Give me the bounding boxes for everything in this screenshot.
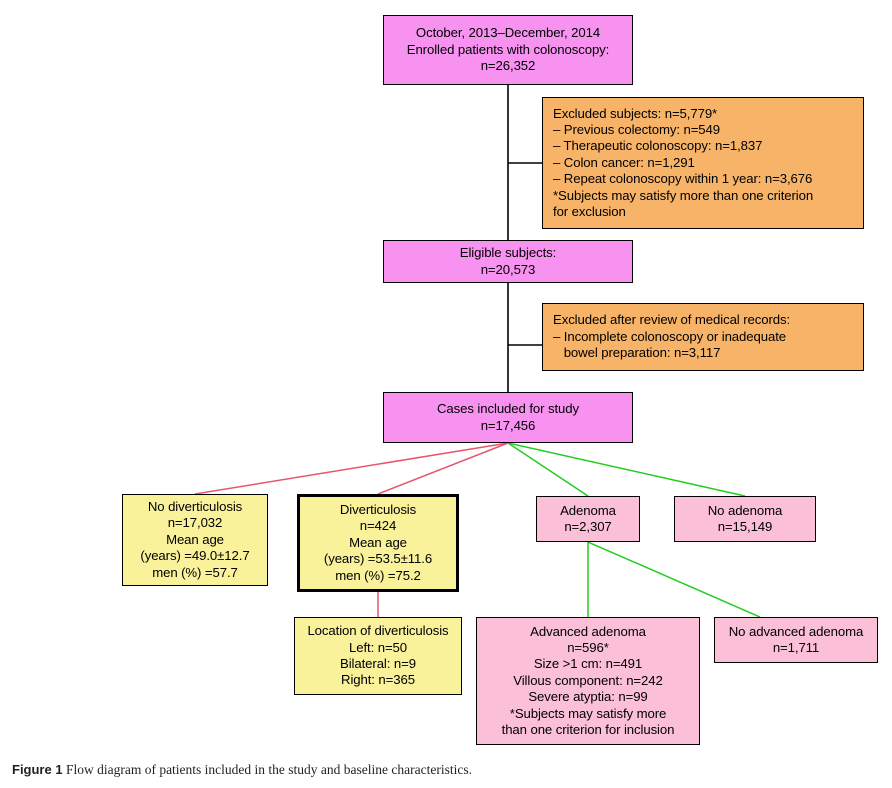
node-excluded-subjects-line-4: – Repeat colonoscopy within 1 year: n=3,… bbox=[553, 171, 813, 187]
node-no-diverticulosis-line-4: men (%) =57.7 bbox=[152, 564, 238, 580]
node-advanced-adenoma: Advanced adenoma n=596* Size >1 cm: n=49… bbox=[476, 617, 700, 745]
node-cases-line-0: Cases included for study bbox=[436, 401, 579, 417]
node-diverticulosis-line-4: men (%) =75.2 bbox=[335, 567, 421, 583]
connector-cases-to-adenoma bbox=[507, 442, 589, 497]
node-no-diverticulosis-line-2: Mean age bbox=[166, 531, 224, 547]
node-advanced-adenoma-line-2: Size >1 cm: n=491 bbox=[533, 656, 643, 672]
node-cases-included: Cases included for study n=17,456 bbox=[383, 392, 633, 443]
node-location-line-2: Bilateral: n=9 bbox=[340, 656, 416, 671]
node-no-advanced-adenoma-line-0: No advanced adenoma bbox=[728, 623, 864, 639]
node-no-diverticulosis-line-3: (years) =49.0±12.7 bbox=[140, 548, 250, 564]
node-advanced-adenoma-line-6: than one criterion for inclusion bbox=[501, 722, 675, 738]
node-advanced-adenoma-line-5: *Subjects may satisfy more bbox=[509, 705, 667, 721]
node-enrolled-line-0: October, 2013–December, 2014 bbox=[415, 25, 601, 41]
node-no-diverticulosis: No diverticulosis n=17,032 Mean age (yea… bbox=[122, 494, 268, 586]
node-diverticulosis-line-2: Mean age bbox=[349, 534, 407, 550]
node-excluded-subjects-line-5: *Subjects may satisfy more than one crit… bbox=[553, 187, 814, 203]
node-no-adenoma-line-0: No adenoma bbox=[707, 502, 783, 518]
node-eligible-subjects: Eligible subjects: n=20,573 bbox=[383, 240, 633, 283]
node-advanced-adenoma-line-3: Villous component: n=242 bbox=[513, 672, 663, 688]
node-excluded-review-line-1: – Incomplete colonoscopy or inadequate bbox=[553, 328, 787, 344]
node-adenoma-line-1: n=2,307 bbox=[564, 519, 612, 534]
node-adenoma-line-0: Adenoma bbox=[560, 502, 616, 518]
node-location-line-3: Right: n=365 bbox=[341, 672, 415, 688]
node-diverticulosis-line-1: n=424 bbox=[359, 518, 397, 534]
figure-caption: Figure 1 Flow diagram of patients includ… bbox=[12, 762, 472, 778]
node-excluded-subjects-line-2: – Therapeutic colonoscopy: n=1,837 bbox=[553, 138, 763, 154]
node-excluded-subjects-line-6: for exclusion bbox=[553, 204, 626, 220]
node-enrolled-line-2: n=26,352 bbox=[480, 58, 536, 74]
node-no-advanced-adenoma: No advanced adenoma n=1,711 bbox=[714, 617, 878, 663]
node-excluded-subjects-line-0: Excluded subjects: n=5,779* bbox=[553, 105, 718, 121]
node-enrolled-line-1: Enrolled patients with colonoscopy: bbox=[406, 41, 610, 57]
node-location-line-0: Location of diverticulosis bbox=[307, 623, 449, 639]
node-excluded-review-line-2: bowel preparation: n=3,117 bbox=[553, 345, 721, 361]
node-excluded-subjects-line-1: – Previous colectomy: n=549 bbox=[553, 121, 720, 137]
node-excluded-after-review: Excluded after review of medical records… bbox=[542, 303, 864, 371]
node-no-diverticulosis-line-1: n=17,032 bbox=[167, 515, 223, 531]
node-no-adenoma: No adenoma n=15,149 bbox=[674, 496, 816, 542]
connector-cases-to-diverticulosis bbox=[377, 442, 509, 495]
node-diverticulosis: Diverticulosis n=424 Mean age (years) =5… bbox=[297, 494, 459, 592]
node-adenoma: Adenoma n=2,307 bbox=[536, 496, 640, 542]
node-advanced-adenoma-line-4: Severe atyptia: n=99 bbox=[528, 689, 648, 705]
connector-adenoma-to-no-advanced bbox=[587, 541, 761, 618]
node-no-diverticulosis-line-0: No diverticulosis bbox=[147, 498, 243, 514]
node-excluded-subjects: Excluded subjects: n=5,779* – Previous c… bbox=[542, 97, 864, 229]
node-diverticulosis-line-0: Diverticulosis bbox=[339, 501, 417, 517]
node-advanced-adenoma-line-1: n=596* bbox=[567, 639, 609, 655]
node-diverticulosis-line-3: (years) =53.5±11.6 bbox=[323, 551, 433, 567]
node-enrolled-patients: October, 2013–December, 2014 Enrolled pa… bbox=[383, 15, 633, 85]
node-no-advanced-adenoma-line-1: n=1,711 bbox=[772, 640, 820, 655]
node-no-adenoma-line-1: n=15,149 bbox=[717, 519, 773, 534]
node-excluded-subjects-line-3: – Colon cancer: n=1,291 bbox=[553, 154, 695, 170]
node-cases-line-1: n=17,456 bbox=[480, 417, 536, 433]
connector-cases-to-no-adenoma bbox=[507, 442, 746, 497]
connector-cases-to-no-diverticulosis bbox=[194, 442, 509, 495]
figure-caption-text: Flow diagram of patients included in the… bbox=[65, 762, 472, 777]
node-location-of-diverticulosis: Location of diverticulosis Left: n=50 Bi… bbox=[294, 617, 462, 695]
node-eligible-line-1: n=20,573 bbox=[480, 261, 536, 277]
node-advanced-adenoma-line-0: Advanced adenoma bbox=[530, 623, 646, 639]
node-excluded-review-line-0: Excluded after review of medical records… bbox=[553, 312, 791, 328]
figure-label: Figure 1 bbox=[12, 762, 63, 777]
node-eligible-line-0: Eligible subjects: bbox=[459, 245, 557, 261]
node-location-line-1: Left: n=50 bbox=[348, 639, 408, 655]
